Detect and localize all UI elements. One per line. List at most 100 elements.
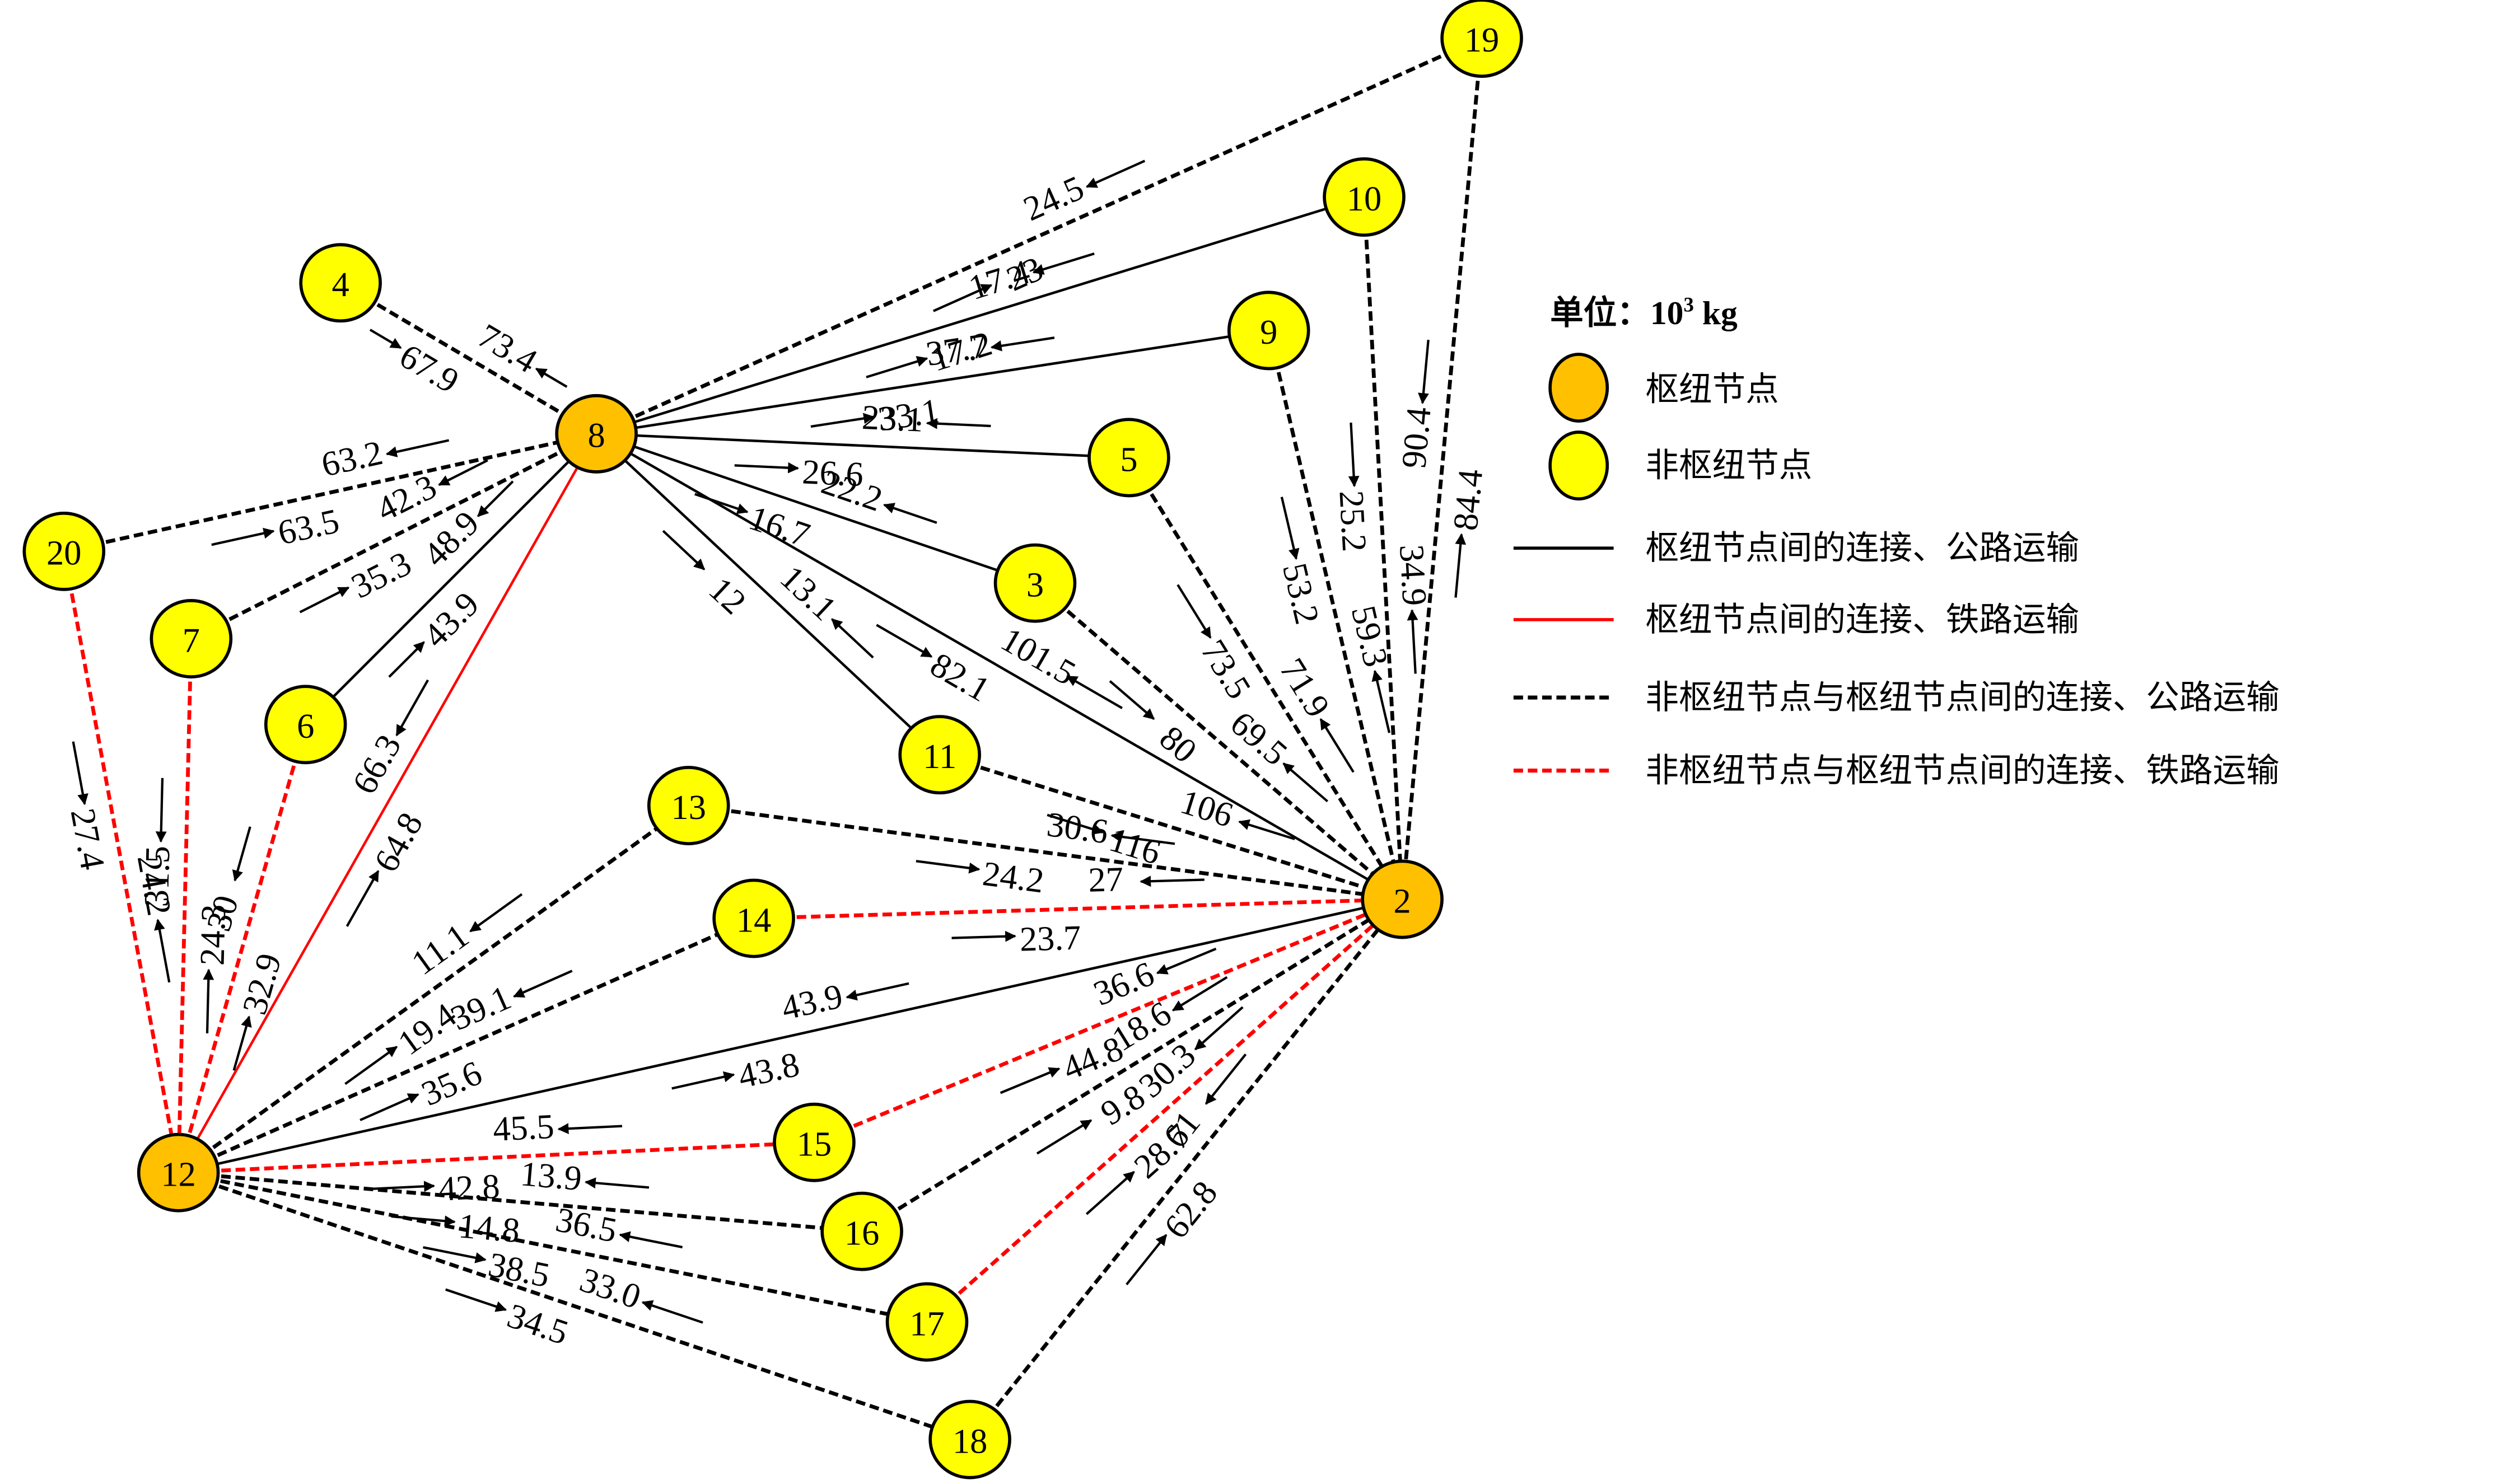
legend-hub-rail-label: 枢纽节点间的连接、铁路运输 bbox=[1645, 601, 2079, 639]
flow-arrow-forward bbox=[662, 530, 706, 570]
link-14-2 bbox=[754, 897, 1403, 920]
non-hub-node-circle bbox=[22, 511, 106, 591]
flow-value-forward: 35.3 bbox=[345, 544, 417, 606]
flow-value-forward: 64.8 bbox=[366, 806, 431, 879]
flow-value-forward: 25.2 bbox=[1332, 490, 1374, 553]
node-7[interactable]: 7 bbox=[150, 599, 233, 678]
flow-arrow-forward bbox=[211, 527, 275, 546]
link-12-15 bbox=[178, 1140, 815, 1175]
non-hub-node-circle bbox=[898, 715, 981, 795]
node-label: 16 bbox=[844, 1214, 879, 1253]
flow-arrow-forward bbox=[388, 641, 425, 678]
flow-value-backward: 13.9 bbox=[519, 1154, 583, 1198]
link-12-17 bbox=[178, 1171, 928, 1324]
flow-arrow-forward bbox=[72, 741, 88, 806]
node-16[interactable]: 16 bbox=[820, 1191, 903, 1271]
node-17[interactable]: 17 bbox=[885, 1282, 969, 1362]
node-20[interactable]: 20 bbox=[22, 511, 106, 591]
flow-arrow-backward bbox=[1032, 252, 1095, 275]
node-8[interactable]: 8 bbox=[555, 394, 638, 474]
flow-value-backward: 63.2 bbox=[318, 433, 386, 484]
flow-arrow-forward bbox=[369, 329, 402, 349]
legend-non-hub-node-icon bbox=[1548, 430, 1609, 501]
flow-value-backward: 45.5 bbox=[492, 1107, 555, 1149]
flow-value-backward: 34.9 bbox=[1392, 544, 1435, 607]
node-10[interactable]: 10 bbox=[1323, 157, 1406, 237]
non-hub-node-circle bbox=[1227, 291, 1310, 371]
link-8-5 bbox=[596, 432, 1129, 459]
link-12-13 bbox=[177, 804, 690, 1174]
flow-arrow-backward bbox=[1454, 533, 1467, 598]
node-label: 9 bbox=[1260, 312, 1277, 352]
flow-arrow-forward bbox=[346, 870, 380, 927]
hub-node-circle bbox=[555, 394, 638, 474]
flow-arrow-backward bbox=[1156, 947, 1217, 975]
node-13[interactable]: 13 bbox=[647, 766, 730, 845]
node-19[interactable]: 19 bbox=[1440, 0, 1523, 78]
flow-arrow-forward bbox=[810, 413, 875, 428]
legend-nonhub-rail-label: 非枢纽节点与枢纽节点间的连接、铁路运输 bbox=[1645, 751, 2279, 790]
flow-arrow-backward bbox=[1205, 1054, 1247, 1105]
flow-value-backward: 106 bbox=[1176, 781, 1238, 835]
flow-arrow-backward bbox=[1085, 160, 1146, 188]
flow-value-backward: 17.4 bbox=[964, 252, 1034, 307]
flow-arrow-forward bbox=[876, 624, 933, 658]
node-label: 3 bbox=[1026, 565, 1044, 605]
flow-value-backward: 101.5 bbox=[995, 620, 1082, 693]
node-4[interactable]: 4 bbox=[299, 243, 382, 323]
node-label: 12 bbox=[161, 1155, 195, 1194]
flow-value-forward: 67.9 bbox=[393, 336, 466, 401]
node-label: 13 bbox=[671, 788, 706, 827]
non-hub-node-circle bbox=[1323, 157, 1406, 237]
hub-node-circle bbox=[1361, 859, 1444, 939]
link-17-2 bbox=[926, 897, 1404, 1324]
links-layer bbox=[62, 36, 1484, 1441]
non-hub-node-circle bbox=[993, 543, 1077, 623]
flow-value-backward: 73.4 bbox=[471, 316, 544, 381]
hub-node-circle bbox=[137, 1132, 220, 1213]
non-hub-node-circle bbox=[264, 685, 347, 765]
node-6[interactable]: 6 bbox=[264, 685, 347, 765]
link-18-2 bbox=[968, 898, 1404, 1441]
node-label: 8 bbox=[588, 416, 605, 455]
flow-arrow-forward bbox=[671, 1071, 735, 1090]
flow-arrow-forward bbox=[1418, 339, 1430, 405]
flow-arrow-backward bbox=[1194, 1006, 1244, 1051]
flow-arrow-backward bbox=[926, 418, 991, 429]
legend-unit-value: 10 bbox=[1650, 294, 1684, 331]
flow-arrow-forward bbox=[299, 586, 350, 614]
node-5[interactable]: 5 bbox=[1087, 418, 1170, 498]
flow-arrow-backward bbox=[1407, 609, 1418, 674]
node-18[interactable]: 18 bbox=[928, 1399, 1011, 1480]
flow-arrow-backward bbox=[990, 336, 1055, 352]
flow-arrow-backward bbox=[513, 970, 573, 998]
flow-arrow-backward bbox=[584, 1177, 650, 1189]
node-label: 4 bbox=[332, 265, 349, 304]
non-hub-node-circle bbox=[885, 1282, 969, 1362]
flow-arrow-backward bbox=[1140, 876, 1205, 887]
flow-arrow-backward bbox=[1282, 762, 1329, 803]
flow-value-forward: 31.5 bbox=[137, 845, 178, 907]
link-7-8 bbox=[190, 432, 597, 641]
flow-value-backward: 43.9 bbox=[778, 976, 846, 1028]
node-label: 7 bbox=[183, 621, 200, 660]
node-9[interactable]: 9 bbox=[1227, 291, 1310, 371]
node-3[interactable]: 3 bbox=[993, 543, 1077, 623]
node-15[interactable]: 15 bbox=[773, 1102, 856, 1182]
flow-arrow-forward bbox=[1348, 422, 1360, 488]
link-11-2 bbox=[939, 752, 1403, 901]
flow-arrow-forward bbox=[1047, 813, 1104, 835]
flow-arrow-forward bbox=[1000, 1067, 1061, 1094]
node-label: 18 bbox=[953, 1421, 987, 1460]
flow-arrow-backward bbox=[154, 919, 171, 983]
flow-arrow-backward bbox=[438, 459, 488, 486]
non-hub-node-circle bbox=[773, 1102, 856, 1182]
link-16-2 bbox=[861, 897, 1403, 1233]
node-14[interactable]: 14 bbox=[712, 878, 795, 958]
node-2[interactable]: 2 bbox=[1361, 859, 1444, 939]
flow-arrow-backward bbox=[1110, 831, 1175, 845]
node-11[interactable]: 11 bbox=[898, 715, 981, 795]
flow-value-forward: 82.1 bbox=[924, 645, 997, 709]
node-12[interactable]: 12 bbox=[137, 1132, 220, 1213]
flow-value-backward: 24.5 bbox=[1017, 168, 1089, 228]
